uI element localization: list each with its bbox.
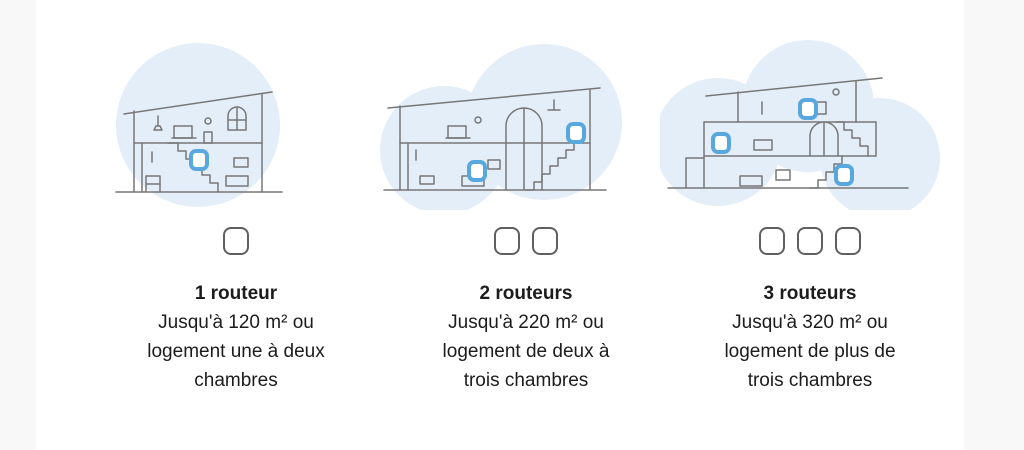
house-illustration-icon (380, 44, 622, 210)
router-icon (494, 227, 520, 255)
plan-description: Jusqu'à 220 m² ou logement de deux à tro… (442, 312, 610, 391)
router-icon (798, 98, 818, 120)
plan-title: 1 routeur (194, 283, 278, 304)
plan-title: 2 routeurs (479, 283, 573, 304)
plan-3-routers: 3 routeurs Jusqu'à 320 m² ou logement de… (660, 0, 960, 450)
router-icon (759, 227, 785, 255)
router-icon (834, 164, 854, 186)
router-icon (566, 122, 586, 144)
house-illustration-icon (115, 43, 283, 207)
router-icon (835, 227, 861, 255)
plan-title: 3 routeurs (763, 283, 857, 304)
router-icon (532, 227, 558, 255)
plan-description: Jusqu'à 120 m² ou logement une à deux ch… (147, 312, 325, 391)
plan-caption: 1 routeur Jusqu'à 120 m² ou logement une… (86, 280, 386, 395)
router-icon (797, 227, 823, 255)
router-icon (189, 149, 209, 171)
plan-1-router: 1 routeur Jusqu'à 120 m² ou logement une… (86, 0, 386, 450)
plan-2-routers: 2 routeurs Jusqu'à 220 m² ou logement de… (376, 0, 676, 450)
plan-caption: 3 routeurs Jusqu'à 320 m² ou logement de… (660, 280, 960, 395)
plan-description: Jusqu'à 320 m² ou logement de plus de tr… (724, 312, 896, 391)
router-count-icons (86, 227, 386, 255)
router-count-icons (660, 227, 960, 255)
router-icon (711, 132, 731, 154)
router-count-icons (376, 227, 676, 255)
router-icon (467, 160, 487, 182)
wifi-coverage-icon (466, 44, 622, 200)
router-icon (223, 227, 249, 255)
content-panel: 1 routeur Jusqu'à 120 m² ou logement une… (36, 0, 964, 450)
plan-caption: 2 routeurs Jusqu'à 220 m² ou logement de… (376, 280, 676, 395)
house-illustration-icon (660, 40, 940, 210)
wifi-coverage-icon (116, 43, 280, 207)
